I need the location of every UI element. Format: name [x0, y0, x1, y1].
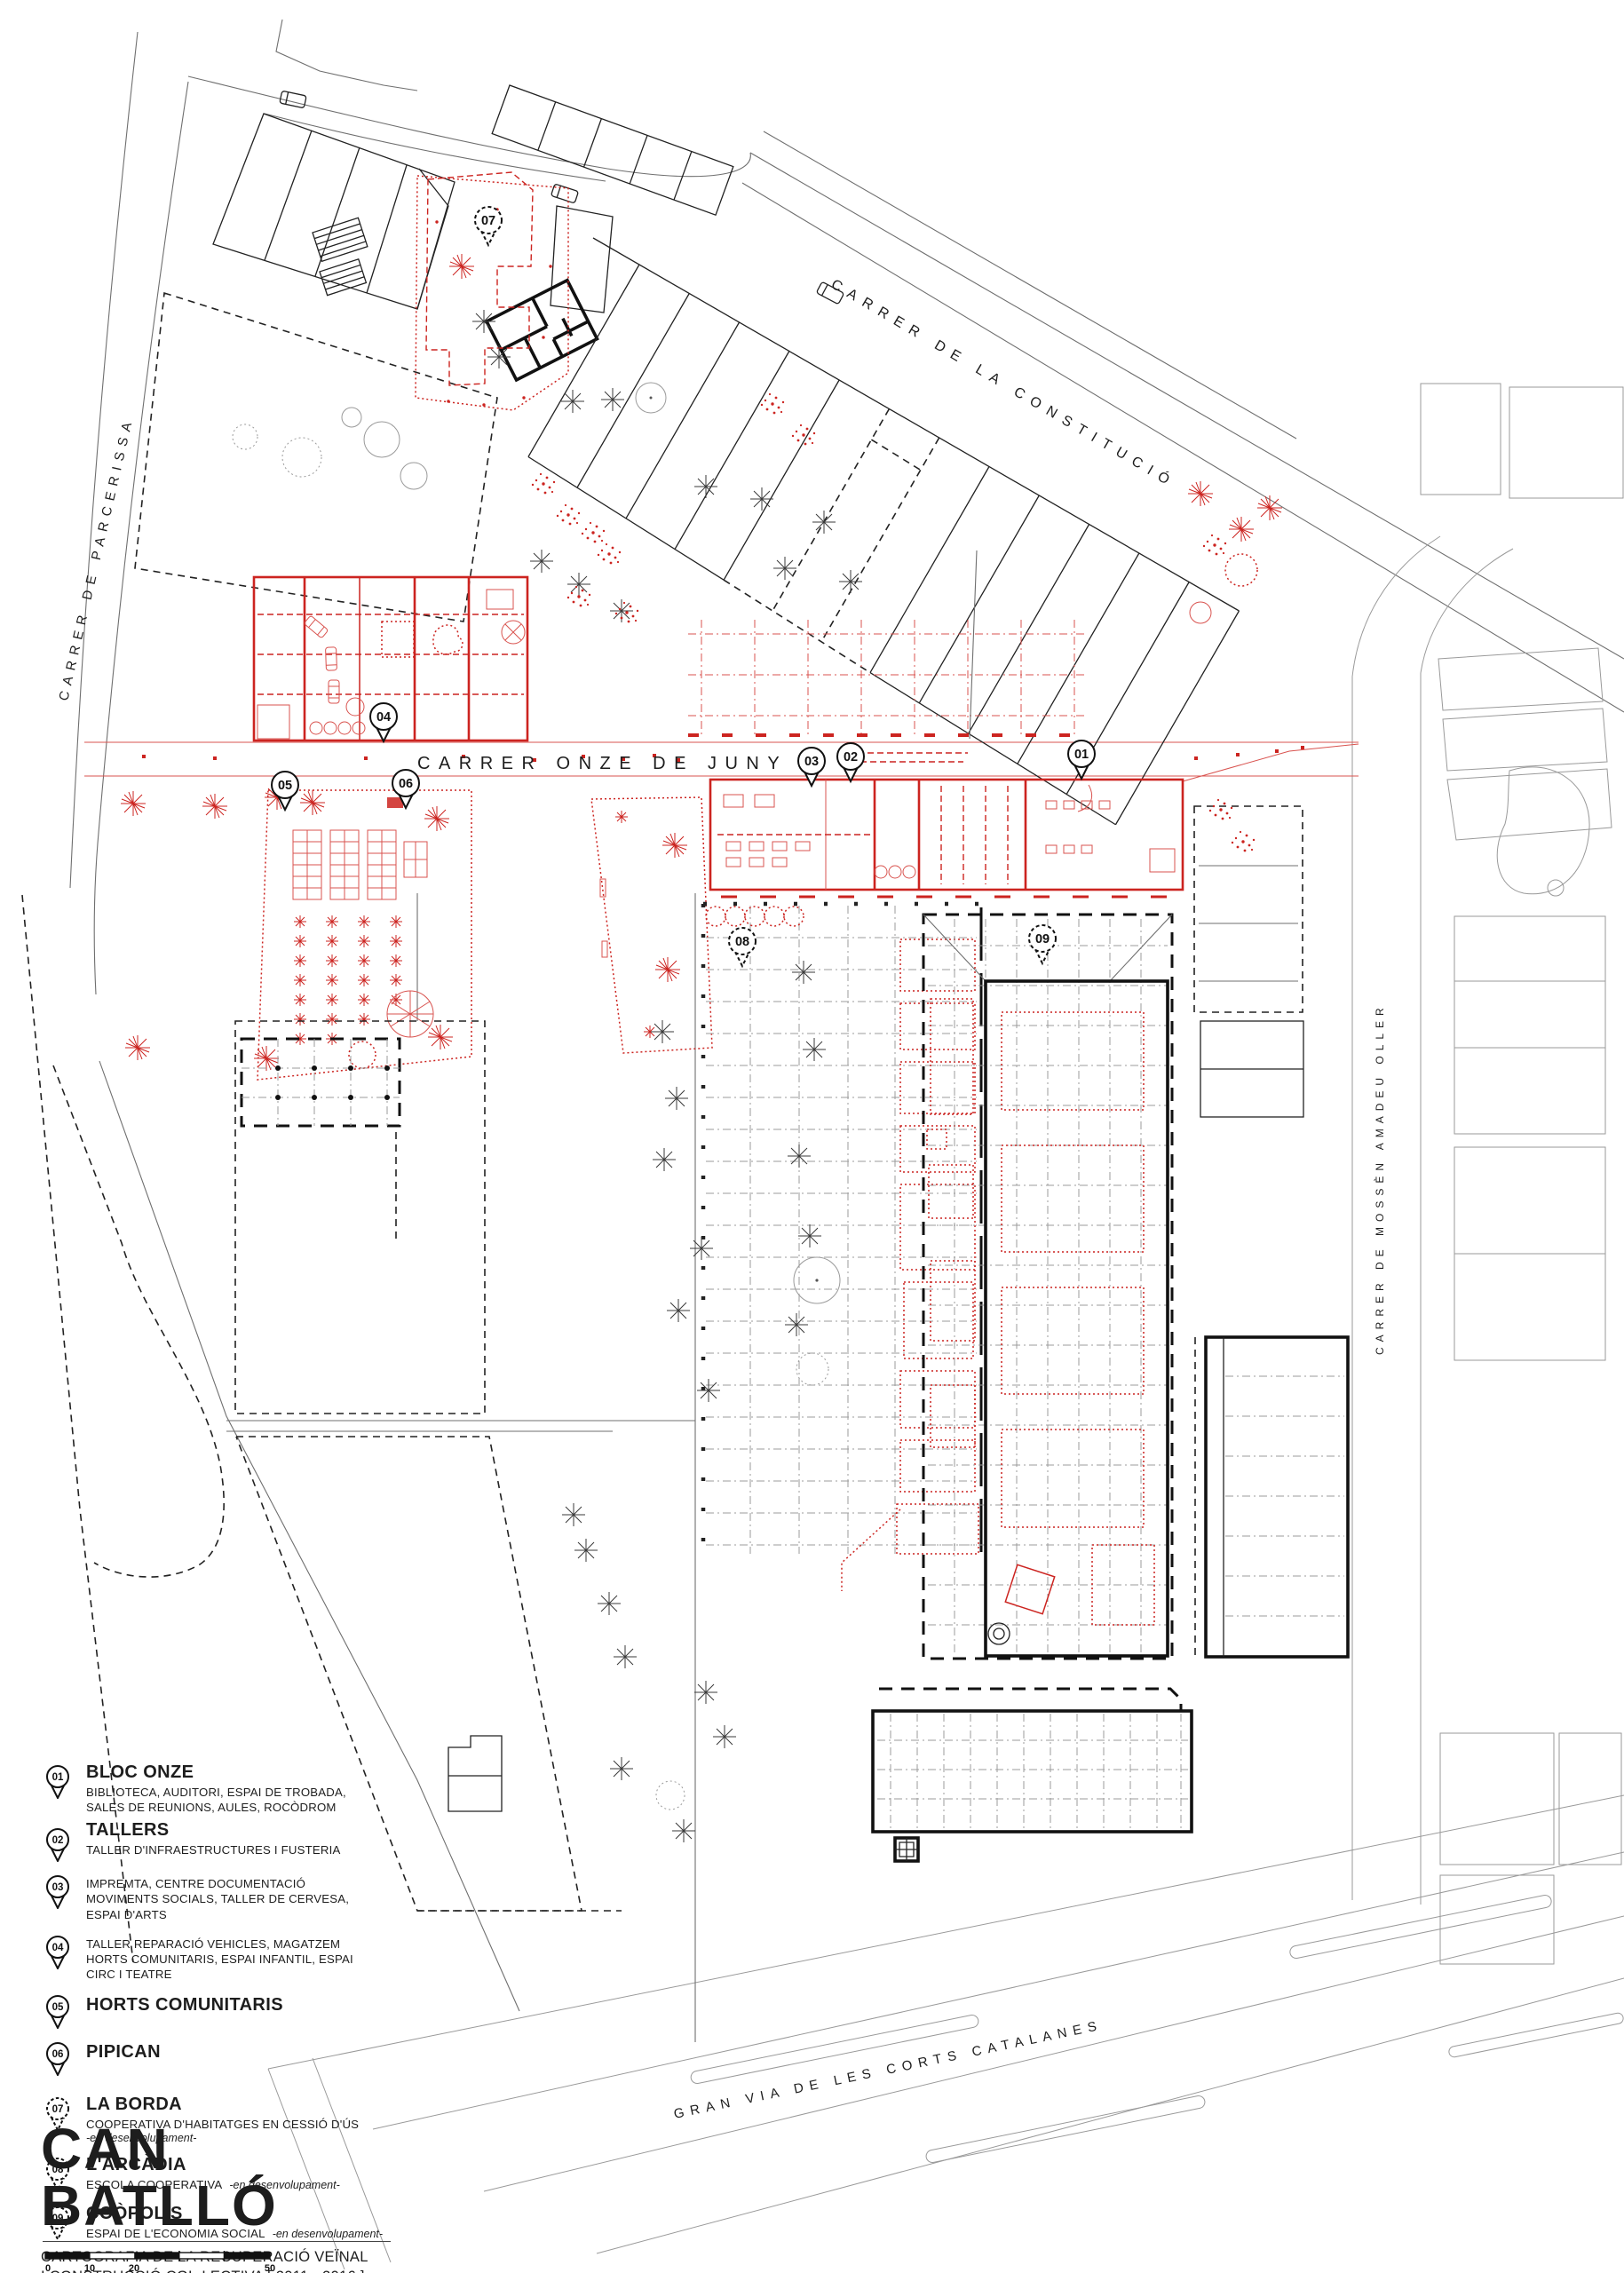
label-constitucio: CARRER DE LA CONSTITUCIÓ — [828, 275, 1180, 492]
legend-note-08: -en desenvolupament- — [229, 2179, 340, 2192]
legend-item-06: 06 PIPICAN — [44, 2040, 462, 2077]
legend-title-08: L'ARCÀDIA — [86, 2155, 186, 2175]
legend-pin-04-icon: 04 — [44, 1934, 75, 1982]
south-shed — [871, 1687, 1193, 1863]
legend-desc-02: TALLER D'INFRAESTRUCTURES I FUSTERIA — [86, 1843, 341, 1857]
svg-text:02: 02 — [52, 1835, 64, 1846]
legend-item-05: 05 HORTS COMUNITARIS — [44, 1993, 462, 2030]
legend-title-07: LA BORDA — [86, 2095, 183, 2115]
legend-desc-03: IMPREMTA, CENTRE DOCUMENTACIÓ MOVIMENTS … — [86, 1877, 350, 1921]
map-marker-01: 01 — [1067, 740, 1096, 781]
map-marker-08: 08 — [728, 927, 757, 969]
svg-text:03: 03 — [52, 1882, 64, 1893]
scale-label-0: 0 — [45, 2263, 51, 2273]
scale-label-50: 50 — [265, 2263, 275, 2273]
svg-text:03: 03 — [804, 755, 819, 769]
svg-text:01: 01 — [1074, 748, 1089, 762]
svg-text:09: 09 — [1035, 932, 1050, 946]
map-marker-03: 03 — [797, 747, 826, 788]
svg-text:06: 06 — [52, 2049, 64, 2060]
horts-comunitaris-05 — [120, 784, 472, 1081]
building-plan-thick — [484, 278, 599, 383]
page-title: CAN BATLLÓ — [41, 2117, 278, 2237]
label-mossen-amadeu-oller: CARRER DE MOSSÈN AMADEU OLLER — [1373, 1002, 1386, 1355]
legend-item-09: 09 COÒPOLIS ESPAI DE L'ECONOMIA SOCIAL -… — [44, 2203, 462, 2241]
trees — [232, 309, 863, 1843]
subtitle-line2: I CONSTRUCCIÓ COL·LECTIVA [ 2011 - 2016 … — [41, 2268, 414, 2273]
svg-text:06: 06 — [399, 777, 413, 791]
title-rule — [43, 2241, 391, 2242]
legend-title-02: TALLERS — [86, 1820, 170, 1841]
legend-pin-07-icon: 07 — [44, 2095, 75, 2144]
legend-pin-05-icon: 05 — [44, 1993, 75, 2030]
legend-pin-08-icon: 08 — [44, 2156, 75, 2192]
legend-title-05: HORTS COMUNITARIS — [86, 1995, 283, 2016]
legend-note-07: -en desenvolupament- — [86, 2132, 197, 2145]
svg-text:04: 04 — [52, 1943, 64, 1953]
svg-text:05: 05 — [52, 2002, 64, 2013]
legend-item-02: 02 TALLERS TALLER D'INFRAESTRUCTURES I F… — [44, 1821, 462, 1863]
legend-desc-09: ESPAI DE L'ECONOMIA SOCIAL — [86, 2226, 265, 2240]
legend-item-01: 01 BLOC ONZE BIBLIOTECA, AUDITORI, ESPAI… — [44, 1763, 462, 1815]
svg-text:01: 01 — [52, 1772, 64, 1783]
map-marker-09: 09 — [1028, 924, 1057, 966]
legend-pin-09-icon: 09 — [44, 2205, 75, 2241]
building-04-tallers — [252, 575, 529, 742]
legend-desc-07: COOPERATIVA D'HABITATGES EN CESSIÓ D'ÚS — [86, 2118, 360, 2132]
legend-pin-06-icon: 06 — [44, 2040, 75, 2077]
constitucio-sheds — [527, 237, 1240, 826]
label-onze-de-juny: CARRER ONZE DE JUNY — [417, 754, 788, 773]
legend-desc-01: BIBLIOTECA, AUDITORI, ESPAI DE TROBADA, … — [86, 1786, 346, 1815]
legend-item-07: 07 LA BORDA COOPERATIVA D'HABITATGES EN … — [44, 2095, 462, 2144]
street-network — [69, 19, 1624, 2270]
area-arcadia-08 — [701, 901, 983, 1591]
svg-text:08: 08 — [735, 935, 749, 949]
svg-text:09: 09 — [52, 2214, 64, 2224]
svg-text:02: 02 — [844, 750, 858, 764]
scale-label-10: 10 — [84, 2263, 95, 2273]
pipican-06 — [590, 796, 713, 1054]
building-la-borda — [415, 171, 569, 411]
legend-pin-02-icon: 02 — [44, 1826, 75, 1863]
map-marker-06: 06 — [392, 769, 420, 811]
svg-text:05: 05 — [278, 779, 292, 793]
svg-text:08: 08 — [52, 2165, 64, 2175]
shed-coopolis-09 — [922, 913, 1174, 1660]
building-bloc-onze-tallers — [709, 778, 1184, 899]
street-onze-de-juny-band — [84, 741, 1359, 782]
legend-desc-04: TALLER REPARACIÓ VEHICLES, MAGATZEM HORT… — [86, 1936, 353, 1982]
southwest-parcels — [21, 894, 622, 1963]
legend-note-09: -en desenvolupament- — [272, 2227, 384, 2240]
map-marker-07: 07 — [474, 206, 503, 248]
legend-pin-03-icon: 03 — [44, 1873, 75, 1921]
svg-text:07: 07 — [481, 214, 495, 228]
legend-title-01: BLOC ONZE — [86, 1762, 194, 1782]
legend-title-06: PIPICAN — [86, 2042, 161, 2063]
svg-text:04: 04 — [376, 710, 391, 725]
north-parcels — [134, 84, 844, 622]
legend-item-04: 04 TALLER REPARACIÓ VEHICLES, MAGATZEM H… — [44, 1934, 462, 1982]
legend-desc-08: ESCOLA COOPERATIVA — [86, 2178, 223, 2192]
legend-item-08: 08 L'ARCÀDIA ESCOLA COOPERATIVA -en dese… — [44, 2156, 462, 2192]
legend: 01 BLOC ONZE BIBLIOTECA, AUDITORI, ESPAI… — [44, 1763, 462, 2253]
legend-pin-01-icon: 01 — [44, 1763, 75, 1815]
red-column-grid-north — [688, 550, 1088, 763]
map-markers: 01 02 03 04 05 06 07 08 09 — [271, 206, 1096, 969]
legend-title-09: COÒPOLIS — [86, 2203, 183, 2223]
svg-text:07: 07 — [52, 2104, 64, 2115]
legend-item-03: 03 IMPREMTA, CENTRE DOCUMENTACIÓ MOVIMEN… — [44, 1873, 462, 1921]
scale-bar: 0 10 20 50 — [44, 2251, 275, 2273]
label-gran-via: GRAN VIA DE LES CORTS CATALANES — [672, 2017, 1104, 2121]
map-marker-04: 04 — [369, 702, 398, 744]
east-buildings — [1193, 383, 1624, 1965]
map-marker-05: 05 — [271, 771, 299, 812]
scale-label-20: 20 — [129, 2263, 139, 2273]
map-marker-02: 02 — [836, 742, 865, 784]
